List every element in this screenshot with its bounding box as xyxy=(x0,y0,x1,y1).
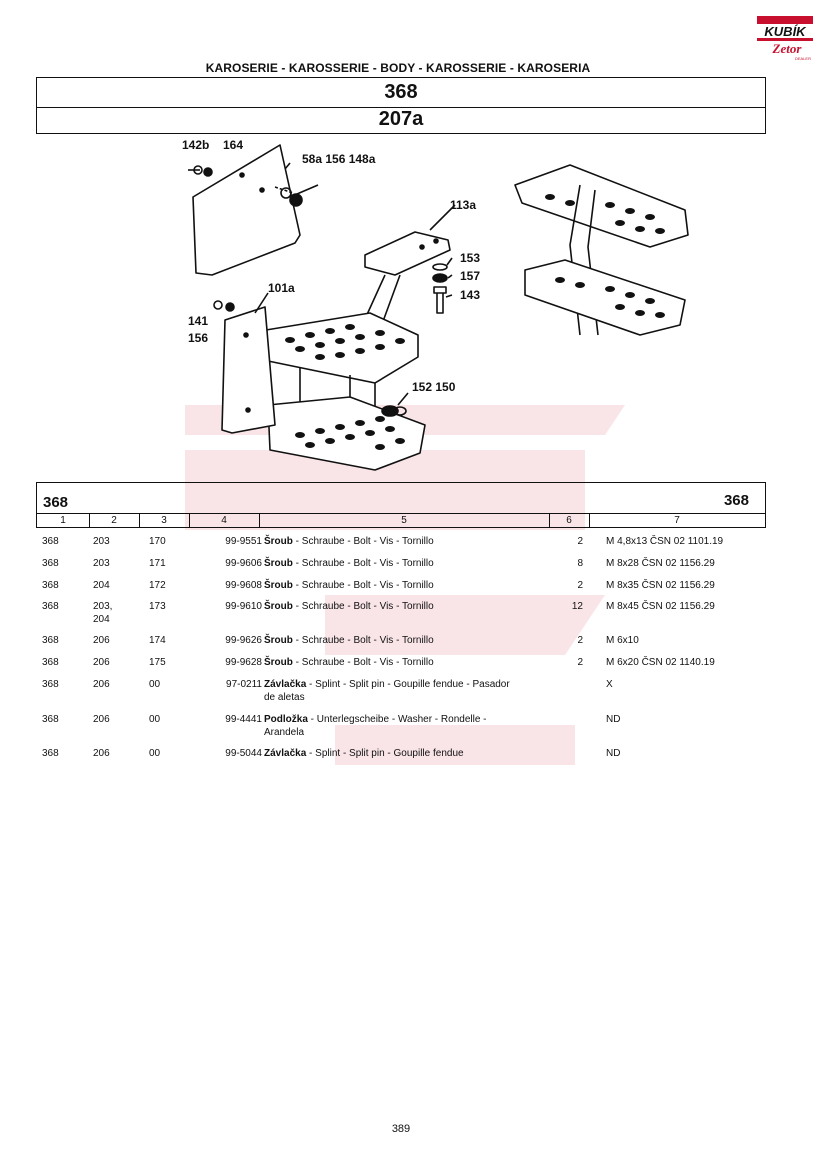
mudflap-lower xyxy=(221,306,276,434)
page-number: 389 xyxy=(391,1123,411,1135)
col-header-1: 1 xyxy=(37,514,90,528)
label-156: 156 xyxy=(188,331,208,345)
lower-main-step xyxy=(265,312,419,384)
mudflap-upper xyxy=(192,144,301,276)
label-101a: 101a xyxy=(268,281,295,295)
col-header-7: 7 xyxy=(674,515,680,526)
figure-code-box: 207a xyxy=(36,106,766,134)
label-153: 153 xyxy=(460,251,480,265)
logo-dealer: DEALER xyxy=(795,56,811,61)
figure-code: 207a xyxy=(378,108,424,130)
col-header-4: 4 xyxy=(189,514,260,528)
upper-step-plate xyxy=(364,231,451,276)
table-group-code-right: 368 xyxy=(723,492,749,509)
kubik-zetor-logo: KUBÍK Zetor DEALER xyxy=(757,16,813,61)
col-header-2: 2 xyxy=(89,514,140,528)
col-header-3: 3 xyxy=(139,514,190,528)
label-141: 141 xyxy=(188,314,208,328)
right-upper-step xyxy=(514,164,689,248)
label-113a: 113a xyxy=(450,198,476,212)
group-code: 368 xyxy=(384,81,418,103)
lower-bottom-step xyxy=(267,396,426,471)
table-group-code-left: 368 xyxy=(43,494,69,511)
col-header-5: 5 xyxy=(259,514,550,528)
parts-diagram: 142b 164 58a 156 148a 113a 153 157 143 1… xyxy=(182,138,689,471)
label-164: 164 xyxy=(223,138,243,152)
group-code-box: 368 xyxy=(36,77,766,108)
right-lower-step xyxy=(524,259,686,336)
logo-sub: Zetor xyxy=(772,41,803,56)
label-143: 143 xyxy=(460,288,480,302)
logo-brand: KUBÍK xyxy=(764,24,807,39)
label-152-150: 152 150 xyxy=(412,380,456,394)
label-58a-156-148a: 58a 156 148a xyxy=(302,152,376,166)
parts-table-header: 368 368 1 2 3 4 5 6 7 xyxy=(36,482,766,528)
label-142b: 142b xyxy=(182,138,209,152)
page-header-title: KAROSERIE - KAROSSERIE - BODY - KAROSSER… xyxy=(205,61,591,75)
col-header-6: 6 xyxy=(549,514,590,528)
label-157: 157 xyxy=(460,269,480,283)
column-header-row: 1 2 3 4 5 6 7 xyxy=(37,513,765,528)
